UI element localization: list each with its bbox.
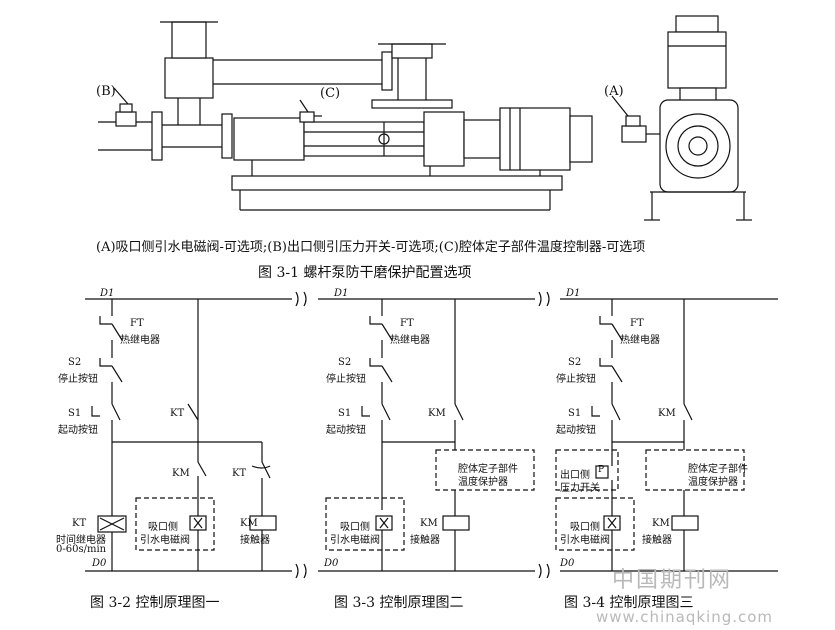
c1-kt-contact: KT: [170, 408, 185, 419]
c1-s2: S2: [68, 357, 82, 368]
circuit-1: [91, 299, 277, 571]
rail-top-label: D1: [334, 288, 349, 299]
c3-km-coil: KM: [652, 518, 670, 529]
c2-s1-desc: 起动按钮: [326, 425, 366, 436]
c2-km-coil-desc: 接触器: [410, 535, 440, 546]
watermark-cn: 中国期刊网: [612, 568, 733, 593]
c3-temp-label-1: 腔体定子部件: [688, 464, 748, 475]
c3-ft-desc: 热继电器: [620, 335, 660, 346]
circuit-2: [325, 299, 535, 571]
c1-kt-delay: KT: [232, 468, 247, 479]
rails: [85, 291, 778, 579]
c3-ft: FT: [630, 318, 644, 329]
c3-km-coil-desc: 接触器: [642, 535, 672, 546]
rail-top-label: D1: [100, 288, 115, 299]
watermark-url: www.chinaqking.com: [596, 608, 774, 626]
c1-kt-coil-desc: 时间继电器: [56, 535, 106, 546]
figure1-legend: (A)吸口侧引水电磁阀-可选项;(B)出口侧引压力开关-可选项;(C)腔体定子部…: [96, 240, 646, 255]
c1-ft: FT: [130, 318, 144, 329]
c2-km-contact: KM: [428, 408, 446, 419]
c2-temp-label-1: 腔体定子部件: [458, 464, 518, 475]
c3-caption: 图 3-4 控制原理图三: [564, 595, 694, 611]
callout-c: (C): [320, 86, 341, 101]
c3-km-contact: KM: [658, 408, 676, 419]
c2-km-coil: KM: [420, 518, 438, 529]
c2-s2: S2: [338, 357, 352, 368]
c1-s1: S1: [68, 408, 82, 419]
c1-valve-label-2: 引水电磁阀: [140, 535, 190, 546]
c3-valve-label-1: 吸口侧: [570, 522, 600, 533]
callout-b: (B): [96, 84, 116, 99]
c3-s2: S2: [568, 357, 582, 368]
c2-ft-desc: 热继电器: [390, 335, 430, 346]
pump-end-view: [611, 15, 752, 221]
c1-km-coil: KM: [240, 518, 258, 529]
pump-side-view: [98, 21, 593, 211]
c2-s1: S1: [338, 408, 352, 419]
c3-pressure-label-1: 出口侧: [560, 470, 590, 481]
rail-top-label: D1: [566, 288, 581, 299]
rail-bottom-label: D0: [560, 558, 575, 569]
c1-ft-desc: 热继电器: [120, 335, 160, 346]
c2-caption: 图 3-3 控制原理图二: [334, 595, 464, 611]
circuit-3: [555, 299, 745, 571]
c1-kt-coil: KT: [72, 518, 87, 529]
c3-s2-desc: 停止按钮: [556, 374, 596, 385]
callout-a: (A): [604, 84, 624, 99]
c2-valve-label-2: 引水电磁阀: [330, 535, 380, 546]
c1-s1-desc: 起动按钮: [58, 425, 98, 436]
c1-km-contact: KM: [172, 468, 190, 479]
c1-kt-coil-range: 0-60s/min: [56, 544, 107, 555]
c2-ft: FT: [400, 318, 414, 329]
c1-caption: 图 3-2 控制原理图一: [90, 595, 220, 611]
c3-valve-label-2: 引水电磁阀: [560, 535, 610, 546]
figure1-caption: 图 3-1 螺杆泵防干磨保护配置选项: [258, 265, 472, 281]
c3-temp-label-2: 温度保护器: [688, 477, 738, 488]
c3-pressure-label-2: 压力开关: [560, 483, 600, 494]
c1-km-coil-desc: 接触器: [240, 535, 270, 546]
c3-s1: S1: [568, 408, 582, 419]
c3-s1-desc: 起动按钮: [556, 425, 596, 436]
c1-valve-label-1: 吸口侧: [148, 522, 178, 533]
c3-pressure-symbol: P: [598, 465, 605, 475]
rail-bottom-label: D0: [324, 558, 339, 569]
rail-bottom-label: D0: [92, 558, 107, 569]
c1-s2-desc: 停止按钮: [58, 374, 98, 385]
c2-valve-label-1: 吸口侧: [340, 522, 370, 533]
c2-s2-desc: 停止按钮: [326, 374, 366, 385]
c2-temp-label-2: 温度保护器: [458, 477, 508, 488]
